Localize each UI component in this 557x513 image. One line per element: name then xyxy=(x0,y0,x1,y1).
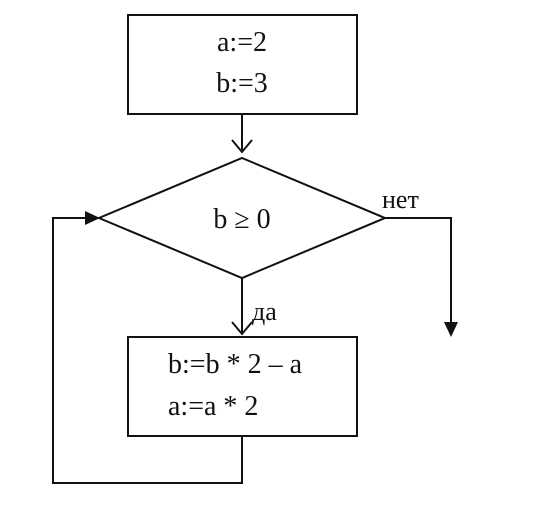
arrow-no-branch xyxy=(385,217,452,322)
arrow-loop-back-head xyxy=(85,211,100,225)
loop-block xyxy=(127,336,358,437)
arrow-loop-back xyxy=(52,217,243,484)
loop-line-2: a:=a * 2 xyxy=(168,391,258,422)
no-label: нет xyxy=(382,185,419,214)
init-block xyxy=(127,14,358,115)
yes-label: да xyxy=(252,297,277,326)
arrow-init-to-condition-head xyxy=(231,139,253,154)
init-line-2: b:=3 xyxy=(216,68,268,99)
loop-line-1: b:=b * 2 – a xyxy=(168,349,303,380)
condition-text: b ≥ 0 xyxy=(213,204,270,235)
arrow-no-branch-head xyxy=(444,322,458,337)
arrow-condition-to-loop-head xyxy=(231,321,253,336)
init-line-1: a:=2 xyxy=(217,27,267,58)
